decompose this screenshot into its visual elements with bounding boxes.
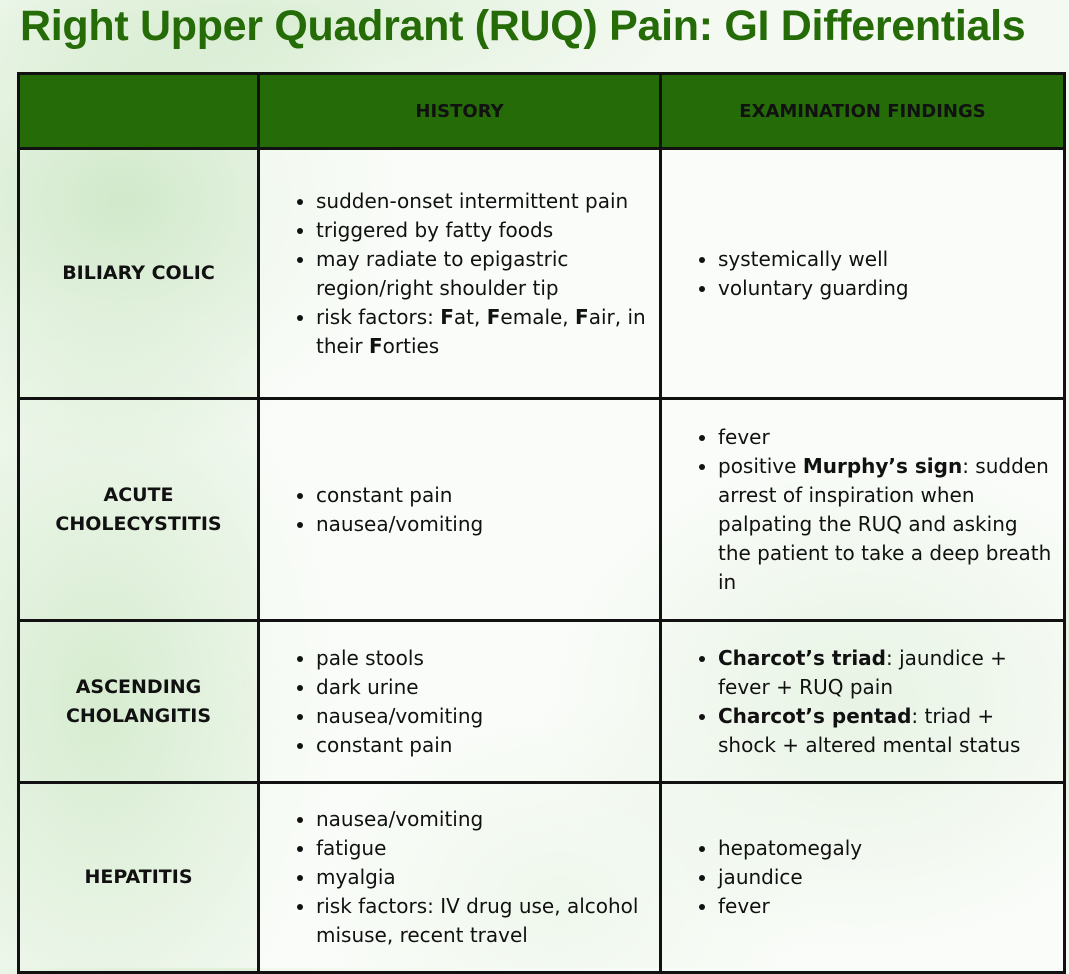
text-segment: risk factors: IV drug use, alcohol misus…	[316, 894, 639, 947]
text-segment: may radiate to epigastric region/right s…	[316, 246, 569, 300]
history-cell: constant pain nausea/vomiting	[257, 397, 662, 622]
text-segment: nausea/vomiting	[316, 807, 484, 831]
list-item: myalgia	[316, 863, 649, 892]
list-item: may radiate to epigastric region/right s…	[316, 245, 649, 303]
text-segment: hepatomegaly	[718, 836, 863, 860]
exam-cell: Charcot’s triad: jaundice + fever + RUQ …	[659, 619, 1066, 784]
exam-cell: fever positive Murphy’s sign: sudden arre…	[659, 397, 1066, 622]
list-item: pale stools	[316, 644, 649, 673]
text-segment: voluntary guarding	[718, 275, 909, 300]
history-list: pale stools dark urine nausea/vomiting cons…	[260, 644, 659, 760]
list-item: Charcot’s pentad: triad + shock + altere…	[718, 702, 1053, 760]
text-segment: risk factors:	[316, 304, 441, 329]
text-segment: : triad + shock + altered mental status	[718, 703, 1021, 757]
text-segment: emale,	[500, 304, 576, 329]
list-item: positive Murphy’s sign: sudden arrest of…	[718, 452, 1053, 597]
text-segment: : jaundice + fever + RUQ pain	[718, 645, 1007, 699]
list-item: nausea/vomiting	[316, 510, 649, 539]
header-blank	[17, 72, 260, 150]
text-segment: constant pain	[316, 482, 453, 507]
header-exam: EXAMINATION FINDINGS	[659, 72, 1066, 150]
bold-text: F	[440, 304, 454, 329]
text-segment: pale stools	[316, 645, 424, 670]
text-segment: air, in their	[316, 304, 646, 358]
bold-text: F	[575, 304, 589, 329]
list-item: nausea/vomiting	[316, 702, 649, 731]
header-row: HISTORY EXAMINATION FINDINGS	[17, 72, 1066, 150]
condition-label: ASCENDING CHOLANGITIS	[17, 619, 260, 784]
page-title: Right Upper Quadrant (RUQ) Pain: GI Diff…	[20, 2, 1026, 50]
header-history: HISTORY	[257, 72, 662, 150]
list-item: fever	[718, 892, 1053, 921]
history-list: constant pain nausea/vomiting	[260, 481, 659, 539]
list-item: Charcot’s triad: jaundice + fever + RUQ …	[718, 644, 1053, 702]
list-item: risk factors: IV drug use, alcohol misus…	[316, 892, 649, 950]
list-item: nausea/vomiting	[316, 805, 649, 834]
text-segment: : sudden arrest of inspiration when palp…	[718, 453, 1052, 594]
exam-list: hepatomegaly jaundice fever	[662, 834, 1063, 921]
bold-text: F	[486, 304, 501, 329]
text-segment: orties	[382, 333, 440, 358]
list-item: voluntary guarding	[718, 274, 1053, 303]
text-segment: systemically well	[718, 246, 889, 271]
exam-cell: hepatomegaly jaundice fever	[659, 781, 1066, 974]
text-segment: fever	[718, 424, 770, 449]
history-cell: nausea/vomiting fatigue myalgia risk factor…	[257, 781, 662, 974]
list-item: sudden-onset intermittent pain	[316, 187, 649, 216]
exam-cell: systemically well voluntary guarding	[659, 147, 1066, 400]
text-segment: positive	[718, 453, 803, 478]
text-segment: constant pain	[316, 732, 453, 757]
bold-text: Charcot’s triad	[718, 645, 886, 670]
text-segment: fever	[718, 894, 770, 918]
text-segment: dark urine	[316, 674, 419, 699]
text-segment: nausea/vomiting	[316, 703, 484, 728]
list-item: jaundice	[718, 863, 1053, 892]
list-item: fatigue	[316, 834, 649, 863]
condition-label: ACUTE CHOLECYSTITIS	[17, 397, 260, 622]
list-item: dark urine	[316, 673, 649, 702]
list-item: fever	[718, 423, 1053, 452]
history-cell: pale stools dark urine nausea/vomiting cons…	[257, 619, 662, 784]
condition-label: HEPATITIS	[17, 781, 260, 974]
table-row: ACUTE CHOLECYSTITIS constant pain nausea/v…	[17, 397, 1066, 622]
list-item: systemically well	[718, 245, 1053, 274]
text-segment: triggered by fatty foods	[316, 217, 554, 242]
text-segment: jaundice	[718, 865, 803, 889]
condition-label: BILIARY COLIC	[17, 147, 260, 400]
bold-text: Charcot’s pentad	[718, 703, 912, 728]
table-row: BILIARY COLICsudden-onset intermittent p…	[17, 147, 1066, 400]
history-list: sudden-onset intermittent pain triggered …	[260, 187, 659, 361]
list-item: constant pain	[316, 731, 649, 760]
list-item: triggered by fatty foods	[316, 216, 649, 245]
text-segment: myalgia	[316, 865, 396, 889]
history-cell: sudden-onset intermittent pain triggered …	[257, 147, 662, 400]
list-item: constant pain	[316, 481, 649, 510]
table-row: ASCENDING CHOLANGITIS pale stools dark uri…	[17, 619, 1066, 784]
history-list: nausea/vomiting fatigue myalgia risk factor…	[260, 805, 659, 950]
exam-list: systemically well voluntary guarding	[662, 245, 1063, 303]
list-item: hepatomegaly	[718, 834, 1053, 863]
differentials-table: HISTORY EXAMINATION FINDINGS BILIARY COL…	[17, 72, 1066, 974]
text-segment: fatigue	[316, 836, 387, 860]
text-segment: sudden-onset intermittent pain	[316, 188, 629, 213]
text-segment: nausea/vomiting	[316, 511, 484, 536]
table-row: HEPATITIS nausea/vomiting fatigue myalgia ri…	[17, 781, 1066, 974]
text-segment: at,	[453, 304, 487, 329]
bold-text: Murphy’s sign	[802, 453, 963, 478]
exam-list: fever positive Murphy’s sign: sudden arre…	[662, 423, 1063, 597]
exam-list: Charcot’s triad: jaundice + fever + RUQ …	[662, 644, 1063, 760]
bold-text: F	[368, 333, 383, 358]
list-item: risk factors: Fat, Female, Fair, in thei…	[316, 303, 649, 361]
